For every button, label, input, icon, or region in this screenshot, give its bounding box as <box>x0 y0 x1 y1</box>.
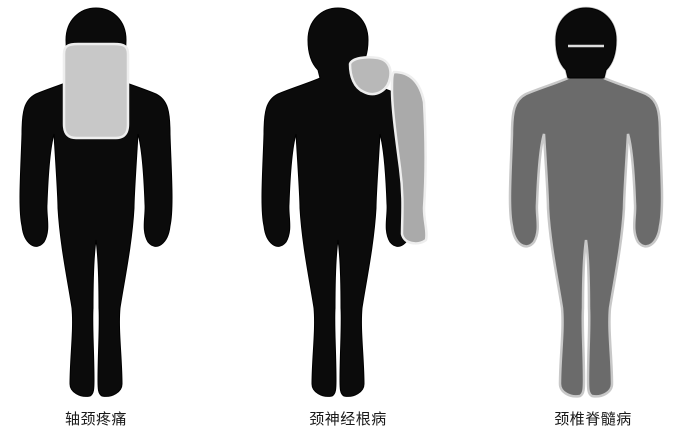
head-region <box>556 8 616 78</box>
body-silhouette <box>262 8 414 396</box>
figure-cervical-myelopathy <box>510 8 662 396</box>
caption-cervical-myelopathy: 颈椎脊髓病 <box>523 410 663 428</box>
figure-axial-neck-pain <box>20 8 172 396</box>
caption-cervical-radiculopathy: 颈神经根病 <box>278 410 418 428</box>
neck-pain-region <box>64 44 128 138</box>
caption-axial-neck-pain: 轴颈疼痛 <box>26 410 166 428</box>
figure-cervical-radiculopathy <box>262 8 427 396</box>
